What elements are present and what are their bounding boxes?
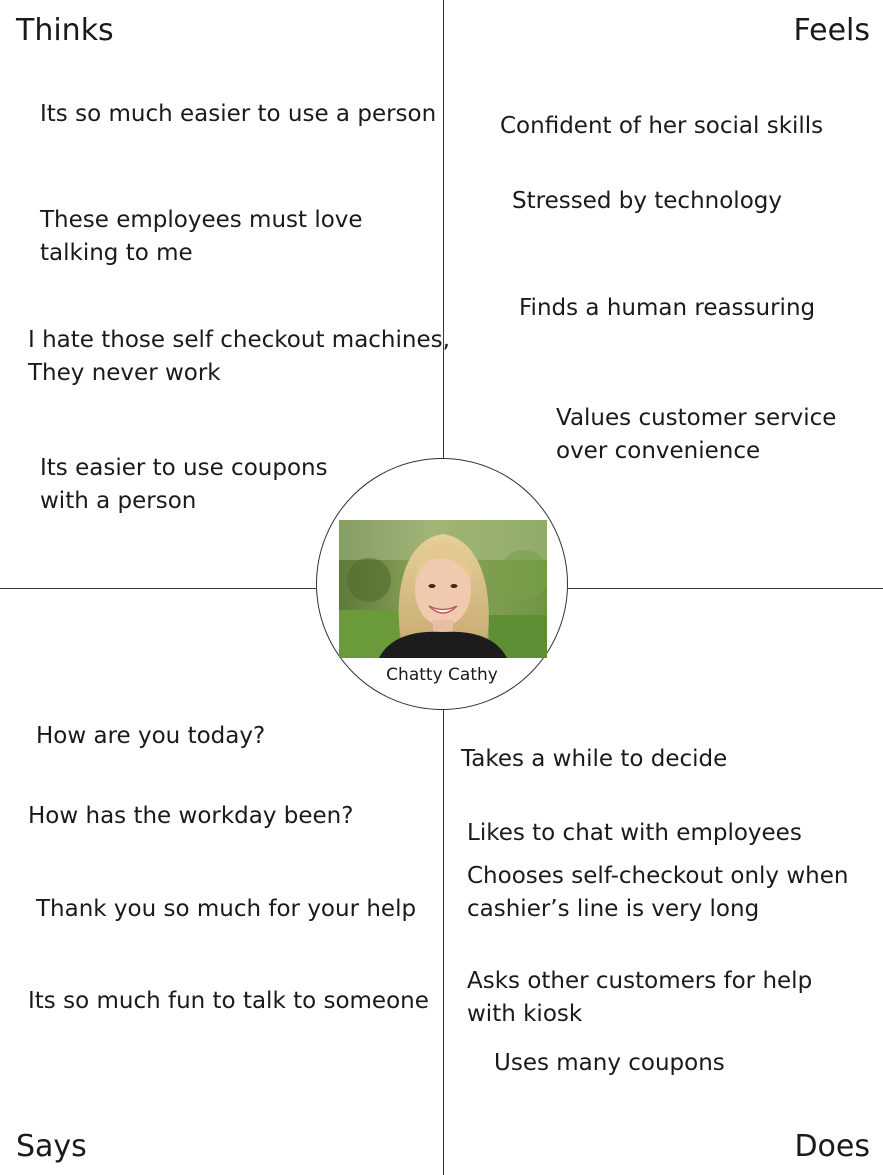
does-note: Takes a while to decide <box>461 746 728 772</box>
feels-note: Values customer service over convenience <box>556 405 837 464</box>
horizontal-divider-left <box>0 588 316 590</box>
does-note: Chooses self-checkout only when cashier’… <box>467 863 849 922</box>
thinks-note: Its so much easier to use a person <box>40 101 437 127</box>
vertical-divider-bottom <box>443 710 445 1175</box>
persona-photo <box>339 520 547 658</box>
feels-title: Feels <box>793 13 871 48</box>
persona-name: Chatty Cathy <box>386 665 498 685</box>
persona-circle: Chatty Cathy <box>316 458 568 710</box>
says-note: Thank you so much for your help <box>36 896 417 922</box>
feels-note: Confident of her social skills <box>500 113 824 139</box>
does-note: Asks other customers for help with kiosk <box>467 968 813 1027</box>
feels-note: Finds a human reassuring <box>519 295 816 321</box>
does-title: Does <box>794 1129 870 1164</box>
does-note: Uses many coupons <box>494 1050 725 1076</box>
says-note: How has the workday been? <box>28 803 354 829</box>
thinks-note: I hate those self checkout machines, The… <box>28 327 450 386</box>
thinks-title: Thinks <box>16 13 114 48</box>
vertical-divider-top <box>443 0 445 458</box>
thinks-note: These employees must love talking to me <box>40 207 363 266</box>
says-note: How are you today? <box>36 723 266 749</box>
says-note: Its so much fun to talk to someone <box>28 988 429 1014</box>
does-note: Likes to chat with employees <box>467 820 802 846</box>
says-title: Says <box>16 1129 87 1164</box>
feels-note: Stressed by technology <box>512 188 782 214</box>
thinks-note: Its easier to use coupons with a person <box>40 455 328 514</box>
horizontal-divider-right <box>568 588 883 590</box>
